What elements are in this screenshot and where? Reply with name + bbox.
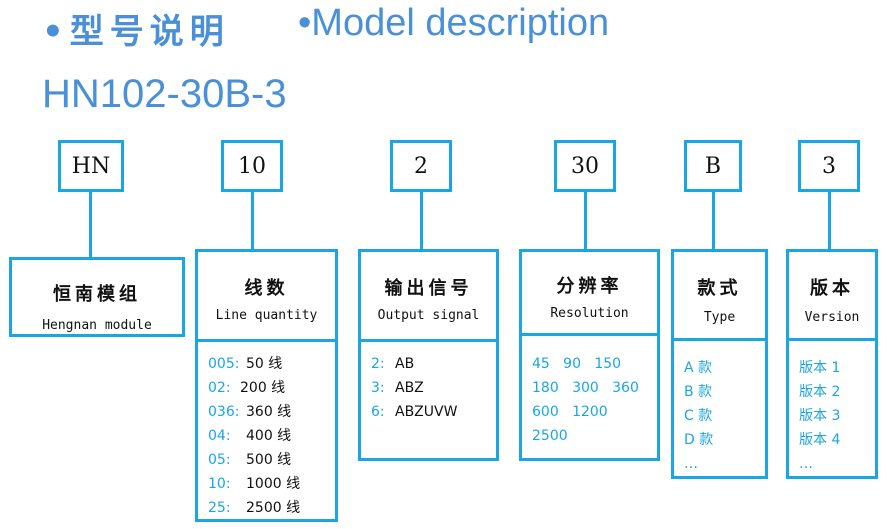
list-item: 04:400 线: [208, 428, 292, 444]
code-box-version: 3: [798, 140, 860, 192]
resolution-list: 45 90 150 180 300 360 600 1200 2500: [532, 352, 651, 448]
list-item: 版本 4: [799, 432, 841, 448]
list-item: 10:1000 线: [208, 476, 301, 492]
list-item: 05:500 线: [208, 452, 292, 468]
connector-line: [89, 192, 92, 257]
module-card: 恒南模组 Hengnan module: [9, 257, 185, 337]
list-item: 180 300 360: [532, 380, 639, 396]
output-signal-card: 输出信号 Output signal 2:AB 3:ABZ 6:ABZUVW: [358, 249, 499, 461]
code-box-output-signal: 2: [390, 140, 452, 192]
model-number: HN102-30B-3: [42, 72, 287, 116]
card-title: 输出信号: [384, 278, 473, 299]
list-item: D 款: [684, 432, 714, 448]
list-item: 版本 2: [799, 384, 841, 400]
card-title: 分辨率: [556, 276, 623, 297]
resolution-card: 分辨率 Resolution 45 90 150 180 300 360 600…: [519, 249, 660, 461]
list-item: 036:360 线: [208, 404, 292, 420]
output-signal-list: 2:AB 3:ABZ 6:ABZUVW: [371, 352, 490, 424]
card-title: 恒南模组: [53, 284, 141, 305]
list-item: …: [799, 456, 813, 472]
card-title: 版本: [810, 278, 854, 299]
connector-line: [584, 192, 587, 250]
list-item: …: [684, 456, 698, 472]
card-header: 线数 Line quantity: [198, 252, 335, 342]
connector-line: [828, 192, 831, 250]
type-card: 款式 Type A 款 B 款 C 款 D 款 …: [671, 249, 768, 479]
card-header: 版本 Version: [789, 252, 875, 341]
connector-line: [251, 192, 254, 250]
type-list: A 款 B 款 C 款 D 款 …: [684, 356, 759, 476]
list-item: 005:50 线: [208, 356, 283, 372]
list-item: 3:ABZ: [371, 380, 424, 396]
line-quantity-card: 线数 Line quantity 005:50 线 02:200 线 036:3…: [195, 249, 338, 522]
card-subtitle: Type: [703, 310, 736, 325]
chinese-title: •型号说明: [42, 12, 230, 52]
card-subtitle: Line quantity: [215, 308, 318, 323]
card-header: 款式 Type: [674, 252, 765, 341]
list-item: 02:200 线: [208, 380, 286, 396]
connector-line: [712, 192, 715, 250]
list-item: 版本 1: [799, 360, 841, 376]
card-subtitle: Output signal: [377, 308, 480, 323]
line-quantity-list: 005:50 线 02:200 线 036:360 线 04:400 线 05:…: [208, 352, 329, 520]
card-subtitle: Version: [804, 310, 860, 325]
version-list: 版本 1 版本 2 版本 3 版本 4 …: [799, 356, 869, 476]
card-subtitle: Hengnan module: [42, 318, 152, 333]
list-item: 2:AB: [371, 356, 415, 372]
code-box-resolution: 30: [554, 140, 616, 192]
list-item: 6:ABZUVW: [371, 404, 458, 420]
card-header: 输出信号 Output signal: [361, 252, 496, 342]
list-item: B 款: [684, 384, 713, 400]
version-card: 版本 Version 版本 1 版本 2 版本 3 版本 4 …: [786, 249, 878, 479]
code-box-hn: HN: [58, 140, 124, 192]
card-title: 款式: [697, 278, 742, 299]
connector-line: [420, 192, 423, 250]
card-subtitle: Resolution: [550, 306, 629, 321]
english-title: •Model description: [298, 2, 610, 44]
list-item: 600 1200: [532, 404, 608, 420]
card-title: 线数: [244, 278, 289, 299]
card-header: 分辨率 Resolution: [522, 252, 657, 336]
code-box-type: B: [684, 140, 742, 192]
list-item: C 款: [684, 408, 713, 424]
list-item: 45 90 150: [532, 356, 622, 372]
list-item: 版本 3: [799, 408, 841, 424]
code-box-line-quantity: 10: [221, 140, 283, 192]
list-item: A 款: [684, 360, 713, 376]
list-item: 2500: [532, 428, 568, 444]
list-item: 25:2500 线: [208, 500, 301, 516]
